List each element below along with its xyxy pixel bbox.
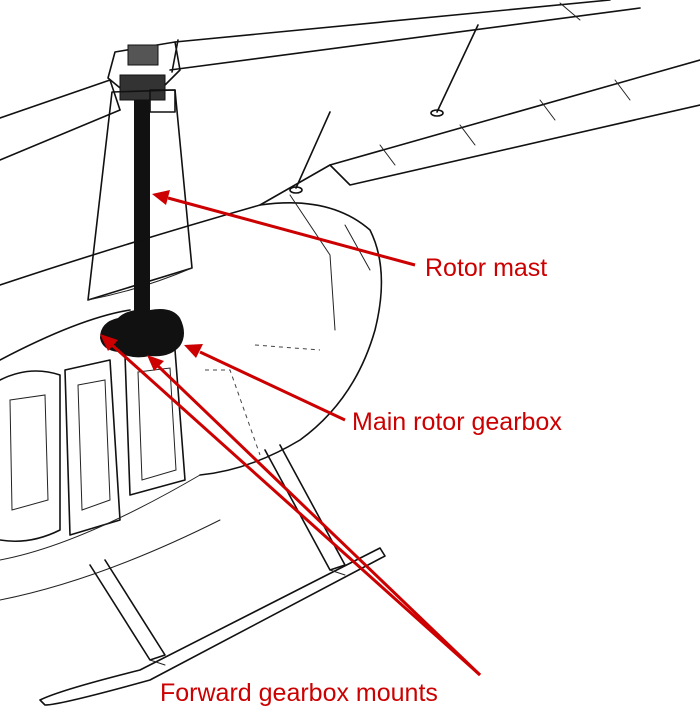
fuselage: [0, 59, 700, 476]
label-rotor-mast: Rotor mast: [425, 254, 547, 282]
rotor-mast: [134, 100, 150, 320]
rotor-blade-left: [0, 79, 121, 161]
callout-main-rotor-gearbox: [184, 344, 346, 422]
antennas: [289, 24, 479, 194]
rotor-hub: [107, 41, 181, 113]
callout-rotor-mast: [152, 190, 416, 267]
label-forward-gearbox-mounts: Forward gearbox mounts: [160, 679, 438, 707]
rotor-blade-upper: [169, 0, 641, 73]
main-rotor-gearbox: [100, 309, 184, 358]
callout-forward-gearbox-mounts: [100, 334, 482, 677]
label-main-rotor-gearbox: Main rotor gearbox: [352, 408, 562, 436]
cabin-windows: [0, 349, 221, 601]
